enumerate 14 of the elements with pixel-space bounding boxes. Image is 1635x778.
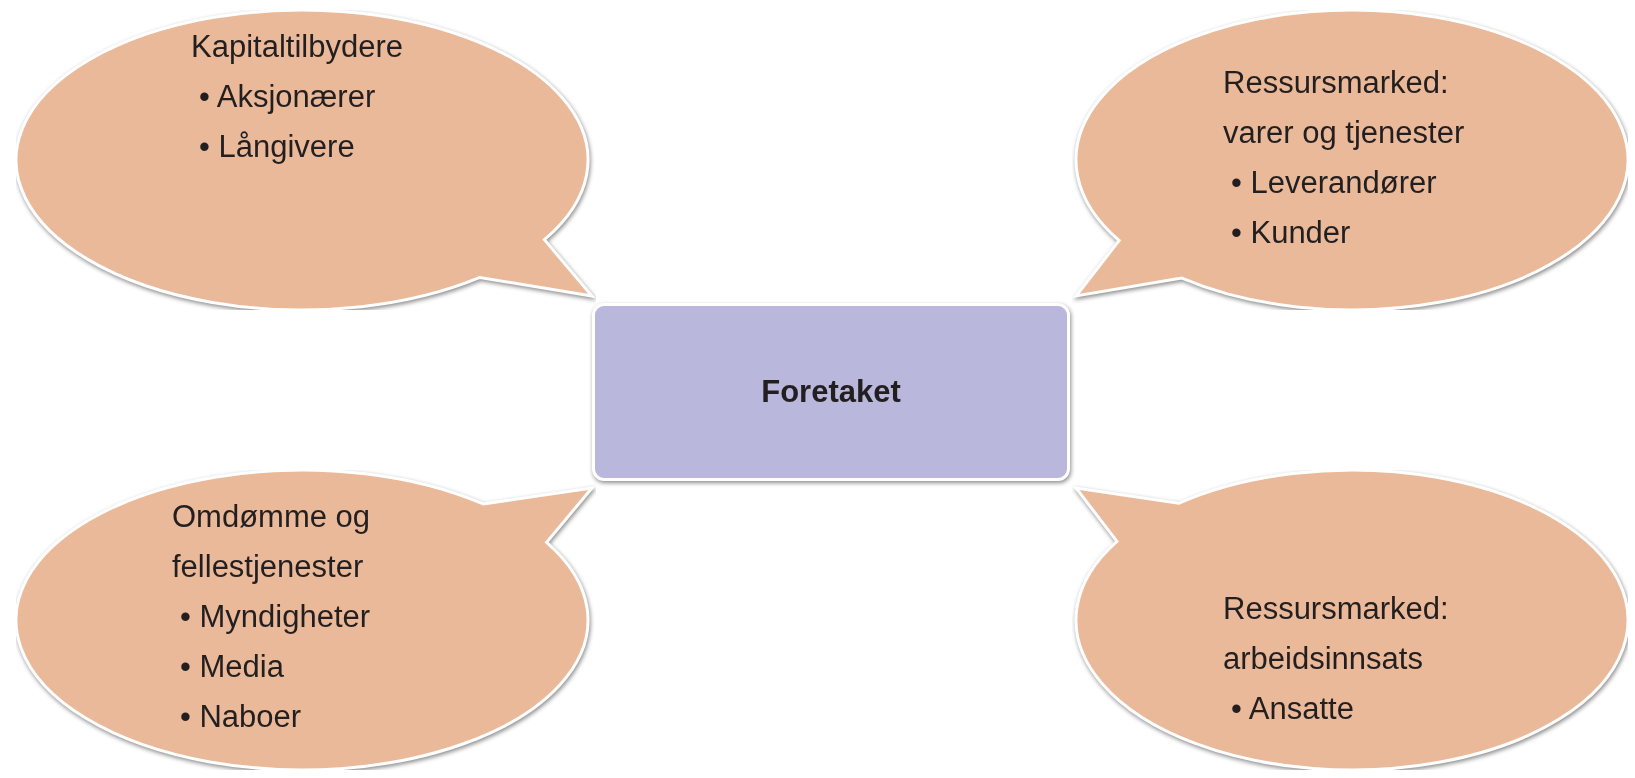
- bullet-item: • Aksjonærer: [199, 78, 377, 116]
- bullet-item: • Ansatte: [1231, 690, 1355, 728]
- bullet-item: • Media: [180, 648, 285, 686]
- center-box: [592, 303, 1070, 481]
- bullet-item: • Långivere: [199, 128, 356, 166]
- bullet-item: • Naboer: [180, 698, 303, 736]
- bubble-heading: Ressursmarked: arbeidsinnsats: [1223, 590, 1450, 678]
- bullet-item: • Leverandører: [1231, 164, 1438, 202]
- bullet-item: • Myndigheter: [180, 598, 372, 636]
- box-title: Foretaket: [761, 372, 901, 411]
- bubble-heading: Kapitaltilbydere: [191, 28, 404, 66]
- bubble-heading: Omdømme og fellestjenester: [172, 498, 372, 586]
- bubble-heading: Ressursmarked: varer og tjenester: [1223, 64, 1466, 152]
- bullet-item: • Kunder: [1231, 214, 1352, 252]
